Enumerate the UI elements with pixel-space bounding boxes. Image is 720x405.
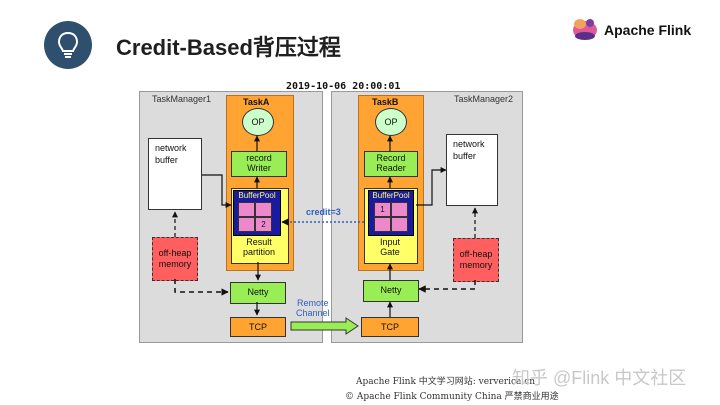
offheap-memory-right: off-heap memory [453, 238, 499, 282]
taskA-buffer-cell [255, 202, 272, 217]
taskmanager2-label: TaskManager2 [454, 94, 514, 104]
taskA-buffer-cell [238, 217, 255, 232]
offheap-right-line2: memory [459, 260, 493, 270]
network-buffer-left-line2: buffer [155, 154, 178, 165]
record-reader-line2: Reader [376, 163, 406, 173]
taskB-buffer-cell [391, 202, 408, 217]
taskmanager1-label: TaskManager1 [152, 94, 212, 104]
remote-line1: Remote [297, 298, 329, 308]
taskA-bufferpool-label: BufferPool [238, 191, 276, 200]
result-partition-line1: Result [246, 237, 272, 247]
taskB-label: TaskB [372, 97, 399, 107]
taskB-buffer-cell [391, 217, 408, 232]
taskB-op: OP [375, 108, 407, 136]
brand-name: Apache Flink [604, 22, 692, 38]
network-buffer-left-line1: network [155, 143, 187, 153]
slide-title: Credit-Based背压过程 [116, 35, 341, 60]
offheap-right-line1: off-heap [459, 249, 493, 260]
record-reader-line1: Record [376, 153, 406, 164]
offheap-left-line2: memory [158, 259, 192, 269]
network-buffer-right-line2: buffer [453, 150, 476, 161]
watermark: 知乎 @Flink 中文社区 [512, 368, 687, 388]
squirrel-logo-icon [570, 14, 600, 42]
taskB-bufferpool-label: BufferPool [372, 191, 410, 200]
taskB-buffer-cell [374, 217, 391, 232]
taskA-op: OP [242, 108, 274, 136]
result-partition-line2: partition [242, 246, 276, 257]
input-gate-line1: Input [379, 237, 401, 247]
input-gate-line2: Gate [380, 246, 400, 257]
offheap-left-line1: off-heap [158, 248, 192, 259]
record-writer: record Writer [231, 151, 287, 177]
record-writer-line2: Writer [247, 163, 271, 173]
network-buffer-left: network buffer [148, 138, 202, 210]
timestamp: 2019-10-06 20:00:01 [286, 81, 401, 92]
taskA-netty: Netty [230, 282, 286, 304]
footer-line2: © Apache Flink Community China 严禁商业用途 [345, 392, 559, 402]
network-buffer-right: network buffer [446, 134, 498, 206]
taskA-buffer-cell-2: 2 [255, 217, 272, 232]
lightbulb-icon [44, 21, 92, 69]
record-writer-line1: record [246, 153, 272, 164]
remote-line2: Channel [296, 308, 330, 319]
input-gate-label: Input Gate [364, 237, 416, 258]
credit-label: credit=3 [306, 207, 341, 217]
footer-line1: Apache Flink 中文学习网站: ververica.cn [356, 377, 536, 387]
taskA-label: TaskA [243, 97, 270, 107]
taskA-tcp: TCP [230, 317, 286, 337]
taskA-buffer-cell [238, 202, 255, 217]
taskB-tcp: TCP [361, 317, 419, 337]
result-partition-label: Result partition [231, 237, 287, 258]
remote-channel-label: Remote Channel [296, 298, 330, 319]
network-buffer-right-line1: network [453, 139, 485, 149]
taskB-buffer-cell-1: 1 [374, 202, 391, 217]
